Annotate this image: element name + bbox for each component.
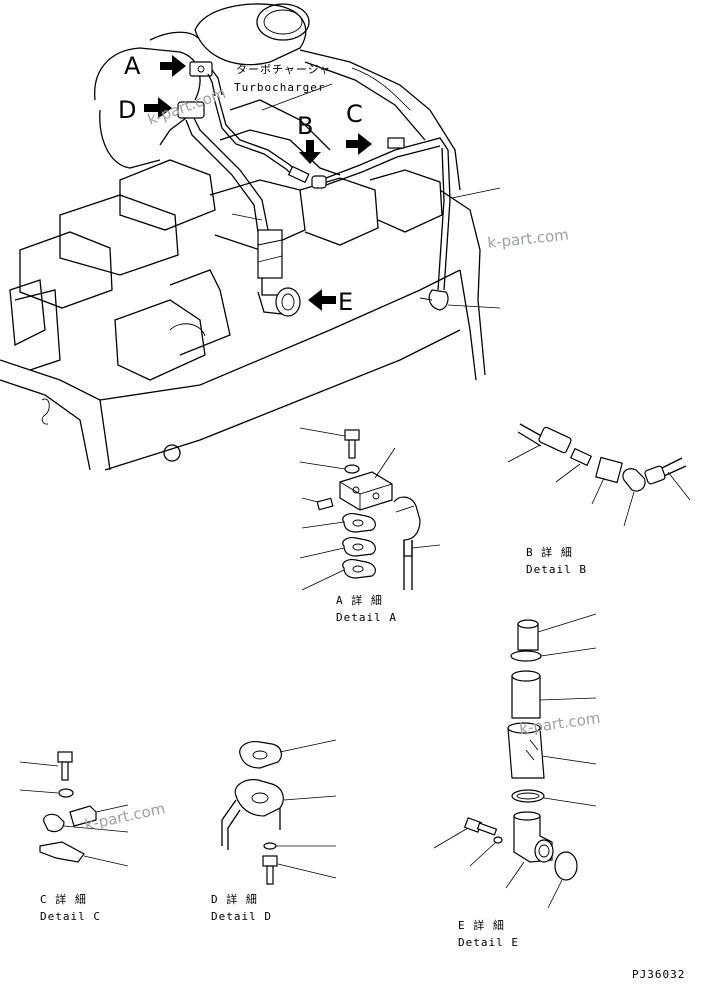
callout-b-label: B	[297, 112, 313, 140]
engine-assembly-drawing	[0, 3, 486, 471]
detail-e-title-en: Detail E	[458, 936, 519, 949]
detail-a-title-en: Detail A	[336, 611, 397, 624]
detail-e-drawing	[433, 613, 597, 909]
detail-e-title-jp: E 詳 細	[458, 918, 505, 932]
detail-c-drawing	[19, 751, 129, 867]
main-leader-lines	[231, 187, 501, 309]
detail-b-drawing	[507, 423, 691, 527]
arrow-c	[346, 133, 372, 155]
turbocharger-label-jp: ターボチャージャ	[236, 63, 331, 76]
detail-b-title-en: Detail B	[526, 563, 587, 576]
arrow-a	[160, 55, 186, 77]
arrow-b	[299, 140, 321, 164]
arrow-d	[144, 97, 172, 119]
drawing-number: PJ36032	[632, 968, 685, 981]
watermark-4: k-part.com	[83, 799, 167, 834]
callout-d-label: D	[118, 96, 136, 124]
detail-c-title-jp: C 詳 細	[40, 892, 87, 906]
detail-d-title-en: Detail D	[211, 910, 272, 923]
callout-a-label: A	[124, 52, 141, 80]
detail-a-drawing	[299, 427, 441, 591]
callout-arrows	[144, 55, 372, 311]
detail-d-title-jp: D 詳 細	[211, 892, 258, 906]
callout-e-label: E	[338, 288, 353, 316]
turbocharger-leader	[261, 67, 411, 111]
detail-d-drawing	[221, 739, 337, 885]
detail-b-title-jp: B 詳 細	[526, 545, 573, 559]
detail-c-title-en: Detail C	[40, 910, 101, 923]
oil-piping-main	[159, 61, 451, 317]
turbocharger-label-en: Turbocharger	[234, 81, 325, 94]
callout-c-label: C	[346, 100, 363, 128]
detail-a-title-jp: A 詳 細	[336, 593, 383, 607]
watermark-2: k-part.com	[487, 226, 570, 252]
arrow-e	[308, 289, 336, 311]
